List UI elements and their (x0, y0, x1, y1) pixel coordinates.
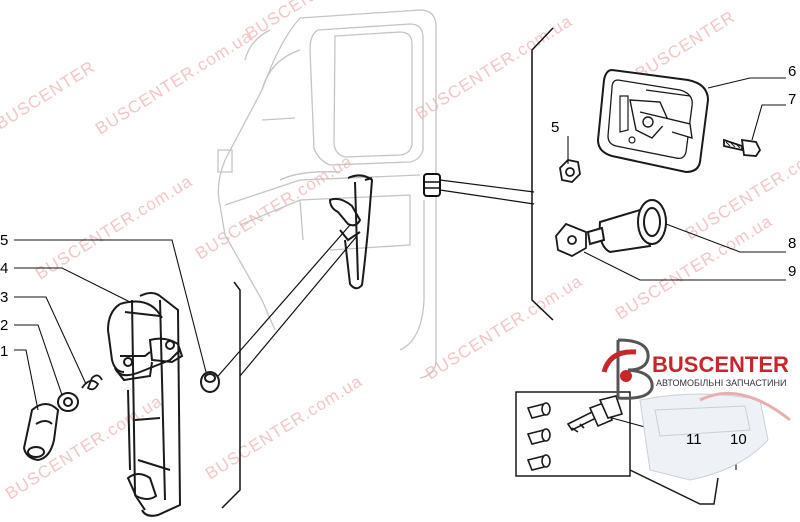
part-1-window-crank (22, 403, 60, 462)
van-door-outline (217, 9, 437, 379)
part-9-retaining-clip (555, 222, 587, 258)
leader-line (211, 224, 351, 384)
leader-line (439, 179, 535, 193)
logo-tagline: АВТОМОБІЛЬНІ ЗАПЧАСТИНИ (656, 378, 786, 388)
part-5-nut-right (559, 159, 581, 183)
callout-9: 9 (788, 263, 796, 280)
callout-8: 8 (788, 235, 796, 252)
watermark-text: BUSCENTER.com.ua (92, 26, 256, 138)
logo-dot (620, 370, 632, 382)
callout-3: 3 (0, 289, 8, 306)
leader-lines-left (14, 239, 207, 411)
part-2-washer (57, 392, 79, 412)
part-10-lock-barrels (526, 402, 551, 471)
leader-line (239, 235, 358, 377)
callout-4: 4 (0, 260, 8, 277)
logo-bus-swoosh (699, 391, 791, 422)
part-6-lock-mechanism (596, 68, 710, 174)
logo-bus-window (654, 405, 751, 437)
watermark-text: BUSCENTER.com.ua (32, 171, 196, 283)
callout-2: 2 (0, 317, 8, 334)
watermark-text: BUSCENTER.com.ua (242, 0, 406, 43)
part-3-spring-clip (81, 374, 103, 391)
watermark-text: BUSCENTER.com.ua (202, 371, 366, 483)
callout-10: 10 (730, 431, 747, 448)
group-bracket (221, 27, 554, 509)
door-grommet (423, 173, 441, 197)
logo-mark (616, 338, 654, 400)
callout-7: 7 (788, 91, 796, 108)
callout-11: 11 (686, 431, 702, 448)
logo-name: BUSCENTER (652, 352, 789, 377)
key-set-box (515, 391, 719, 505)
inner-handle-assembly (328, 174, 374, 290)
watermark-text: BUSCENTER (632, 7, 739, 83)
callout-6: 6 (788, 63, 796, 80)
callout-labels: 1 2 3 4 5 5 6 7 8 9 11 10 (0, 63, 796, 448)
window-regulator (106, 292, 184, 517)
part-7-screw (723, 138, 762, 157)
part-11-keys (566, 395, 624, 433)
watermark-text: BUSCENTER.com.ua (422, 271, 586, 383)
part-5-grommet-left (200, 371, 220, 393)
callout-5-right: 5 (551, 119, 559, 136)
logo-swoosh (601, 349, 637, 373)
leader-line (439, 189, 535, 205)
part-8-lock-cylinder (586, 199, 667, 254)
buscenter-logo: BUSCENTER АВТОМОБІЛЬНІ ЗАПЧАСТИНИ (601, 338, 791, 481)
watermark-text: BUSCENTER (0, 57, 99, 133)
callout-1: 1 (0, 343, 8, 360)
leader-lines-right (567, 77, 786, 281)
logo-bus-silhouette (639, 393, 769, 481)
callout-5-left: 5 (0, 232, 8, 249)
